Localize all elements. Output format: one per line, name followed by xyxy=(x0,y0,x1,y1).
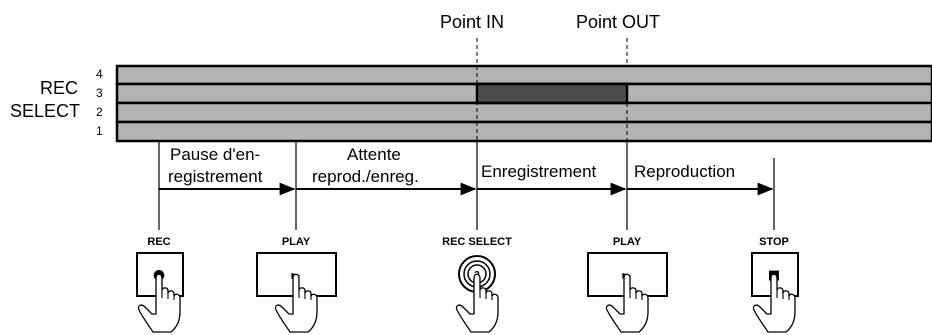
phase-label-standby-line1: Attente xyxy=(347,145,401,164)
phase-label-playback: Reproduction xyxy=(634,162,735,181)
track-lane-1 xyxy=(115,120,932,143)
button-label-rec: REC xyxy=(147,236,170,248)
track-number-1: 1 xyxy=(96,124,103,138)
recorded-segment xyxy=(475,82,629,105)
phase-label-pause-line2: registrement xyxy=(168,167,263,186)
button-label-stop: STOP xyxy=(759,236,789,248)
point-out-label: Point OUT xyxy=(576,12,660,32)
rec-select-label-line1: REC xyxy=(40,78,78,98)
phase-label-standby-line2: reprod./enreg. xyxy=(312,167,419,186)
button-label-rec-select: REC SELECT xyxy=(442,236,512,248)
phase-label-record: Enregistrement xyxy=(481,162,597,181)
phase-label-pause-line1: Pause d'en- xyxy=(170,145,260,164)
button-label-play-1: PLAY xyxy=(282,236,311,248)
track-number-4: 4 xyxy=(96,67,103,81)
track-number-3: 3 xyxy=(96,86,103,100)
button-label-play-2: PLAY xyxy=(613,236,642,248)
track-lane-2 xyxy=(115,101,932,124)
point-in-label: Point IN xyxy=(440,12,504,32)
track-lane-4 xyxy=(115,64,932,86)
track-number-2: 2 xyxy=(96,105,103,119)
rec-select-label-line2: SELECT xyxy=(10,101,80,121)
